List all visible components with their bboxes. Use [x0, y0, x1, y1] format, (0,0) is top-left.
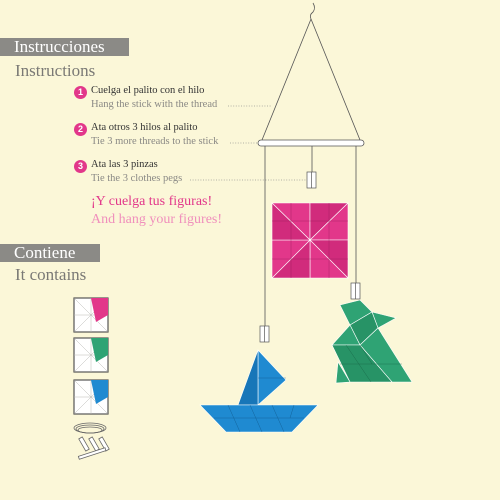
bird-figure	[331, 299, 413, 384]
instructions-title-es: Instrucciones	[0, 38, 129, 56]
step-text-es: Cuelga el palito con el hilo	[91, 85, 205, 96]
hook-icon	[309, 2, 315, 20]
step-number: 2	[74, 123, 87, 136]
green-sheet-icon	[73, 337, 109, 373]
step-text-es: Ata otros 3 hilos al palito	[91, 122, 198, 133]
instructions-title-en: Instructions	[15, 61, 96, 80]
pegs	[259, 171, 361, 343]
thread-and-pegs-icon	[73, 422, 110, 460]
contents-title-en: It contains	[15, 265, 87, 284]
stick	[257, 139, 365, 147]
cta-en: And hang your figures!	[91, 212, 223, 227]
boat-figure	[199, 349, 319, 433]
threads	[261, 2, 361, 327]
blue-sheet-icon	[73, 379, 109, 415]
pink-sheet-icon	[73, 297, 109, 333]
cta-es: ¡Y cuelga tus figuras!	[91, 194, 213, 209]
step-number: 1	[74, 86, 87, 99]
contents-title-es: Contiene	[0, 244, 100, 262]
leader-lines	[190, 105, 306, 181]
step-text-en: Tie 3 more threads to the stick	[91, 136, 219, 147]
step-text-en: Tie the 3 clothes pegs	[91, 173, 183, 184]
step-text-es: Ata las 3 pinzas	[91, 159, 158, 170]
step-number: 3	[74, 160, 87, 173]
pinwheel-figure	[271, 202, 349, 279]
step-text-en: Hang the stick with the thread	[91, 99, 218, 110]
